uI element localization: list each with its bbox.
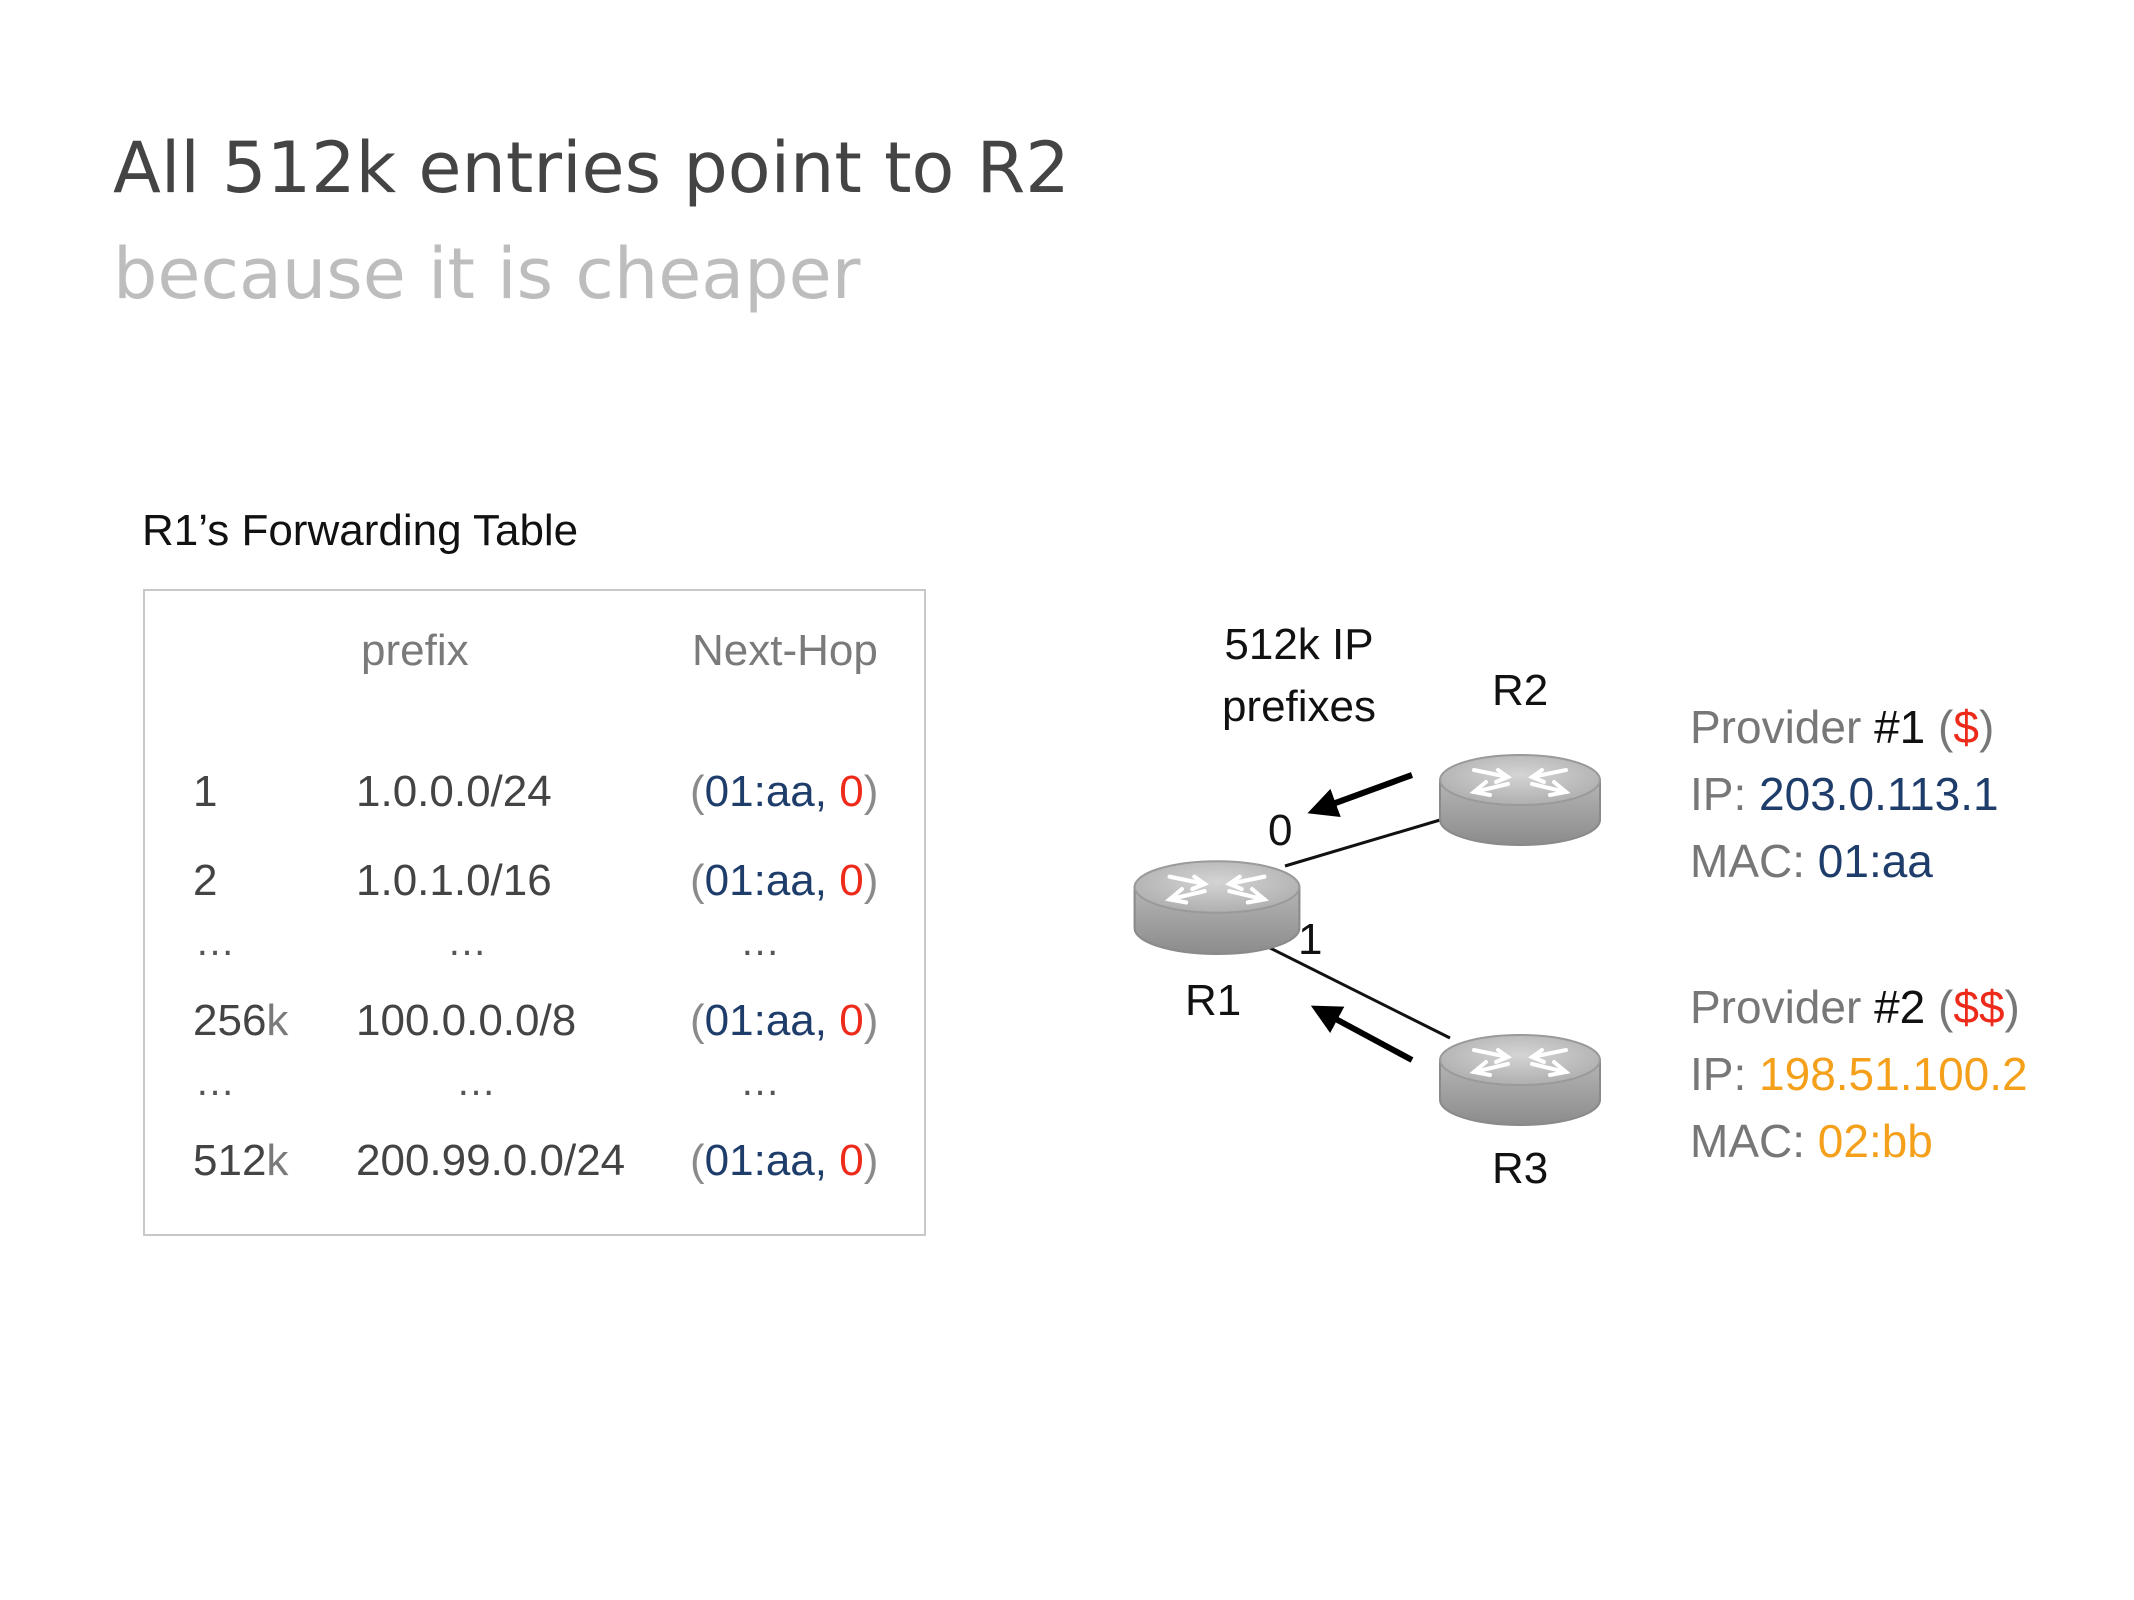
router-r2-label: R2: [1492, 666, 1549, 715]
provider-1-title: Provider #1 ($): [1690, 700, 1994, 755]
row-3-mac: 01:aa: [704, 996, 815, 1045]
slide-subtitle: because it is cheaper: [113, 233, 861, 315]
port-0-label: 0: [1268, 806, 1293, 855]
row-3-index-number: 256: [193, 996, 267, 1045]
link-r1-r2: [1284, 818, 1441, 868]
row-4-paren-open: (: [690, 1136, 705, 1185]
provider-1-label: Provider: [1690, 701, 1875, 753]
provider-2-label: Provider: [1690, 981, 1875, 1033]
ellipsis-prefix-1: …: [447, 920, 487, 964]
ellipsis-index-2: …: [195, 1060, 235, 1104]
announcement-line-2: prefixes: [1221, 682, 1377, 731]
row-2-mac: 01:aa: [704, 856, 815, 905]
row-2-prefix: 1.0.1.0/16: [356, 856, 552, 905]
row-3-comma: ,: [814, 996, 840, 1045]
row-2-next-hop: (01:aa, 0): [690, 856, 878, 906]
provider-2-mac: MAC: 02:bb: [1690, 1114, 1933, 1169]
row-3-port: 0: [839, 996, 864, 1045]
row-3-paren-close: ): [863, 996, 879, 1045]
arrow-r2-to-r1: [1307, 772, 1414, 818]
row-1-index: 1: [193, 767, 217, 817]
provider-1-cost: $: [1953, 701, 1979, 753]
ellipsis-next-hop-2: …: [740, 1060, 780, 1104]
row-2-port: 0: [839, 856, 864, 905]
row-4-comma: ,: [814, 1136, 840, 1185]
provider-1-number: #1: [1874, 701, 1926, 753]
row-2-comma: ,: [814, 856, 840, 905]
row-1-index-number: 1: [193, 767, 218, 816]
row-1-comma: ,: [814, 767, 840, 816]
row-1-mac: 01:aa: [704, 767, 815, 816]
provider-1-ip-label: IP:: [1690, 768, 1760, 820]
router-r1-label: R1: [1185, 976, 1242, 1025]
row-2-paren-open: (: [690, 856, 705, 905]
row-3-index-suffix: k: [266, 996, 289, 1045]
slide-title: All 512k entries point to R2: [113, 127, 1070, 209]
provider-2-paren-open: (: [1925, 981, 1954, 1033]
ellipsis-next-hop-1: …: [740, 920, 780, 964]
port-1-label: 1: [1298, 915, 1323, 964]
row-4-next-hop: (01:aa, 0): [690, 1136, 878, 1186]
row-3-next-hop: (01:aa, 0): [690, 996, 878, 1046]
announcement-line-1: 512k IP: [1224, 620, 1374, 669]
row-4-index-suffix: k: [266, 1136, 289, 1185]
router-r3-label: R3: [1492, 1144, 1549, 1193]
row-4-index-number: 512: [193, 1136, 267, 1185]
provider-1-paren-open: (: [1925, 701, 1954, 753]
row-3-paren-open: (: [690, 996, 705, 1045]
row-4-port: 0: [839, 1136, 864, 1185]
row-2-paren-close: ): [863, 856, 879, 905]
row-1-next-hop: (01:aa, 0): [690, 767, 878, 817]
row-1-prefix: 1.0.0.0/24: [356, 767, 552, 816]
provider-1-ip-value: 203.0.113.1: [1759, 768, 1999, 820]
provider-1-mac-value: 01:aa: [1817, 835, 1933, 887]
row-4-mac: 01:aa: [704, 1136, 815, 1185]
provider-1-mac: MAC: 01:aa: [1690, 834, 1933, 889]
row-4-prefix: 200.99.0.0/24: [356, 1136, 626, 1185]
row-1-paren-close: ): [863, 767, 879, 816]
prefix-header: prefix: [361, 626, 469, 675]
row-1-paren-open: (: [690, 767, 705, 816]
provider-1-ip: IP: 203.0.113.1: [1690, 767, 1999, 822]
provider-1-paren-close: ): [1978, 701, 1995, 753]
provider-2-number: #2: [1874, 981, 1926, 1033]
router-r2-icon: [1438, 753, 1602, 847]
row-3-prefix: 100.0.0.0/8: [356, 996, 577, 1045]
row-2-index: 2: [193, 856, 217, 906]
router-r3-icon: [1438, 1033, 1602, 1127]
row-4-paren-close: ): [863, 1136, 879, 1185]
row-3-index: 256k: [193, 996, 288, 1046]
next-hop-header: Next-Hop: [692, 626, 878, 675]
forwarding-table: [143, 589, 926, 1236]
arrow-r3-to-r1: [1310, 1005, 1414, 1063]
provider-2-mac-value: 02:bb: [1817, 1115, 1933, 1167]
provider-2-ip: IP: 198.51.100.2: [1690, 1047, 2028, 1102]
provider-2-mac-label: MAC:: [1690, 1115, 1818, 1167]
router-r1-icon: [1135, 861, 1300, 954]
provider-2-ip-value: 198.51.100.2: [1759, 1048, 2028, 1100]
table-caption: R1’s Forwarding Table: [142, 506, 579, 555]
provider-2-ip-label: IP:: [1690, 1048, 1760, 1100]
link-r1-r3: [1269, 946, 1451, 1040]
provider-1-mac-label: MAC:: [1690, 835, 1818, 887]
provider-2-title: Provider #2 ($$): [1690, 980, 2020, 1035]
row-4-index: 512k: [193, 1136, 288, 1186]
provider-2-paren-close: ): [2004, 981, 2020, 1033]
provider-2-cost: $$: [1953, 981, 2005, 1033]
ellipsis-prefix-2: …: [456, 1060, 496, 1104]
row-1-port: 0: [839, 767, 864, 816]
row-2-index-number: 2: [193, 856, 218, 905]
ellipsis-index-1: …: [195, 920, 235, 964]
